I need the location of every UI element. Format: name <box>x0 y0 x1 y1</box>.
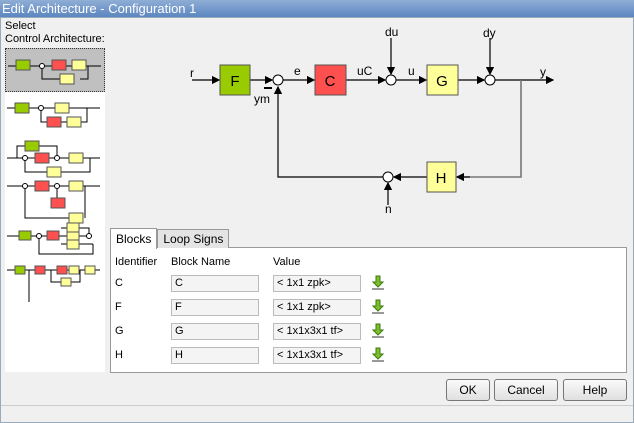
sum-junction <box>484 74 496 86</box>
architecture-list[interactable] <box>5 48 105 372</box>
header-value: Value <box>273 256 301 268</box>
header-block-name: Block Name <box>171 256 231 268</box>
architecture-option-1[interactable] <box>5 48 105 92</box>
block-diagram: F C G H r e uC u y du dy ym n <box>190 25 555 216</box>
block-G-label: G <box>436 73 448 90</box>
architecture-option-5[interactable] <box>5 220 105 264</box>
architecture-option-4[interactable] <box>5 180 105 224</box>
architecture-thumbnail <box>7 222 94 255</box>
signal-e: e <box>294 64 301 78</box>
architecture-thumbnail <box>8 59 101 85</box>
block-value-field[interactable]: < 1x1x3x1 tf> <box>273 323 361 340</box>
block-G <box>426 64 459 96</box>
import-arrow-icon[interactable] <box>370 323 386 339</box>
blocks-panel: Identifier Block Name Value C C < 1x1 zp… <box>110 247 627 373</box>
block-name-field[interactable]: C <box>171 275 259 292</box>
architecture-label: Select Control Architecture: <box>5 20 105 46</box>
window-title: Edit Architecture - Configuration 1 <box>2 1 197 16</box>
block-value-field[interactable]: < 1x1x3x1 tf> <box>273 347 361 364</box>
sum-junction <box>382 171 394 183</box>
signal-u: u <box>408 64 415 78</box>
architecture-option-2[interactable] <box>5 94 105 138</box>
row-identifier: G <box>115 325 124 337</box>
block-H <box>426 161 457 193</box>
architecture-option-6[interactable] <box>5 262 105 306</box>
ok-button[interactable]: OK <box>446 379 490 401</box>
block-F <box>219 64 251 96</box>
block-value-field[interactable]: < 1x1 zpk> <box>273 299 361 316</box>
import-arrow-icon[interactable] <box>370 347 386 363</box>
block-F-label: F <box>230 73 239 90</box>
sum-junction <box>385 74 397 86</box>
architecture-thumbnail <box>7 102 100 128</box>
import-arrow-icon[interactable] <box>370 275 386 291</box>
title-bar: Edit Architecture - Configuration 1 <box>0 0 634 17</box>
block-name-field[interactable]: G <box>171 323 259 340</box>
row-identifier: H <box>115 349 123 361</box>
block-name-field[interactable]: F <box>171 299 259 316</box>
tab-bar: Blocks Loop Signs <box>110 228 230 249</box>
block-H-label: H <box>436 170 447 187</box>
tab-blocks[interactable]: Blocks <box>110 228 158 249</box>
row-identifier: F <box>115 301 122 313</box>
signal-uC: uC <box>357 64 373 78</box>
block-name-field[interactable]: H <box>171 347 259 364</box>
row-identifier: C <box>115 277 123 289</box>
status-bar <box>1 405 633 423</box>
signal-du: du <box>385 25 398 39</box>
architecture-thumbnail <box>7 265 100 302</box>
architecture-option-3[interactable] <box>5 136 105 180</box>
cancel-button[interactable]: Cancel <box>494 379 558 401</box>
architecture-thumbnail <box>7 180 100 224</box>
label-line1: Select <box>5 20 36 32</box>
block-C <box>314 64 347 96</box>
block-C-label: C <box>325 73 336 90</box>
block-value-field[interactable]: < 1x1 zpk> <box>273 275 361 292</box>
signal-y: y <box>540 65 546 79</box>
header-identifier: Identifier <box>115 256 158 268</box>
signal-r: r <box>190 66 194 80</box>
signal-ym: ym <box>254 92 270 106</box>
help-button[interactable]: Help <box>563 379 627 401</box>
signal-dy: dy <box>483 26 496 40</box>
signal-n: n <box>385 202 392 216</box>
architecture-thumbnail <box>7 140 100 178</box>
tab-loop-signs[interactable]: Loop Signs <box>157 229 230 248</box>
sum-junction <box>272 74 284 86</box>
label-line2: Control Architecture: <box>5 33 105 45</box>
import-arrow-icon[interactable] <box>370 299 386 315</box>
